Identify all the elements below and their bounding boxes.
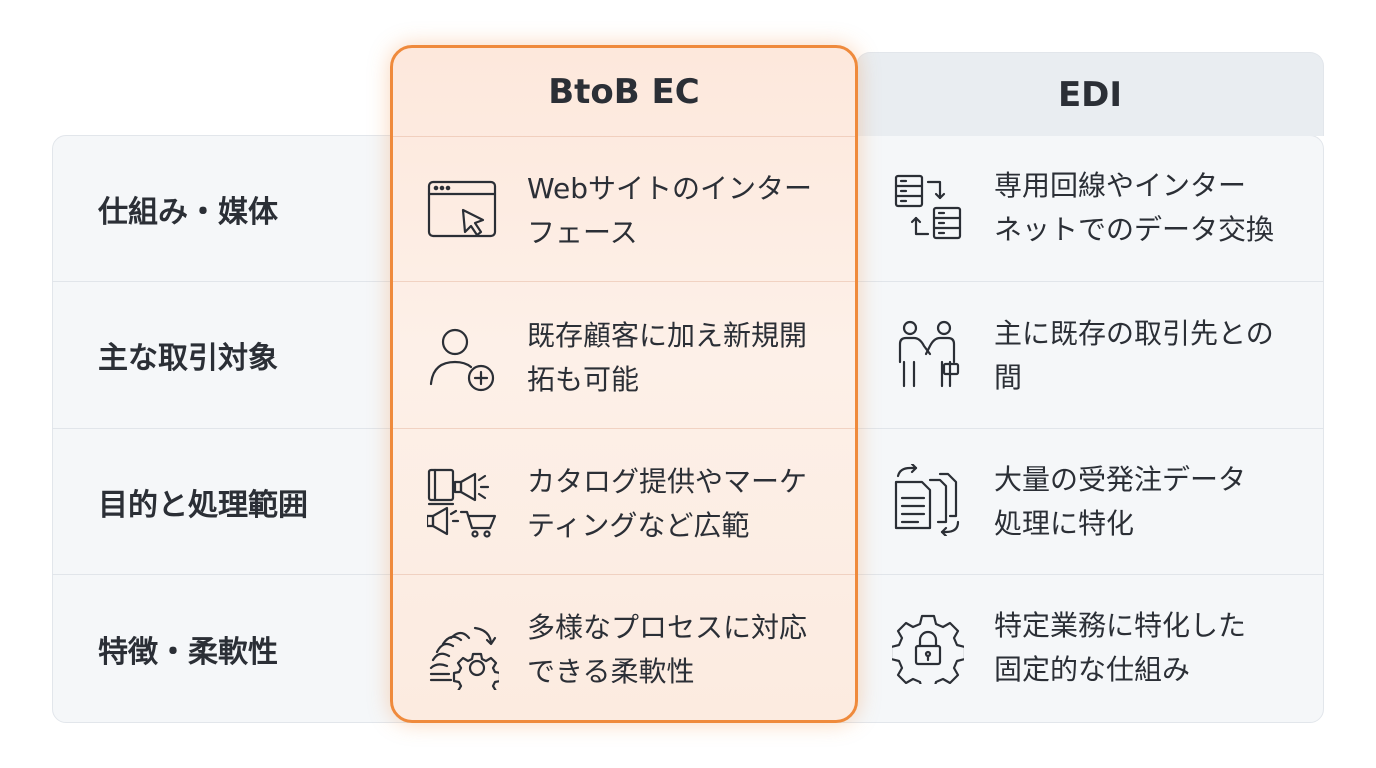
btob-purpose-text: カタログ提供やマーケ ティングなど広範 <box>527 465 808 542</box>
documents-sync-icon <box>892 462 964 538</box>
edi-target-text: 主に既存の取引先との 間 <box>994 317 1274 394</box>
catalog-marketing-icon <box>425 468 499 540</box>
edi-mechanism-text: 専用回線やインター ネットでのデータ交換 <box>994 169 1275 246</box>
btob-mechanism-text: Webサイトのインター フェース <box>527 172 813 249</box>
locked-gear-icon <box>889 612 967 692</box>
row-divider <box>393 136 855 137</box>
edi-column-title: EDI <box>1057 74 1123 115</box>
btob-ec-column-title: BtoB EC <box>548 72 700 112</box>
browser-cursor-icon <box>427 176 499 248</box>
server-exchange-icon <box>892 172 964 244</box>
row-label-target: 主な取引対象 <box>98 341 278 376</box>
flexible-gear-icon <box>427 618 502 702</box>
row-label-feature: 特徴・柔軟性 <box>98 635 278 670</box>
row-label-mechanism: 仕組み・媒体 <box>98 194 278 230</box>
btob-feature-text: 多様なプロセスに対応 できる柔軟性 <box>527 611 808 688</box>
user-add-icon <box>427 324 499 396</box>
row-divider <box>393 574 855 575</box>
edi-purpose-text: 大量の受発注データ 処理に特化 <box>994 463 1247 540</box>
btob-ec-column: BtoB EC Webサイトのインター フェース 既存顧客に加え新規開 拓も可能 <box>390 45 858 723</box>
edi-feature-text: 特定業務に特化した 固定的な仕組み <box>994 609 1247 686</box>
row-divider <box>393 428 855 429</box>
btob-target-text: 既存顧客に加え新規開 拓も可能 <box>527 319 808 396</box>
row-divider <box>393 281 855 282</box>
handshake-icon <box>892 318 964 390</box>
edi-column-header: EDI <box>856 52 1324 136</box>
row-label-purpose: 目的と処理範囲 <box>98 487 308 523</box>
